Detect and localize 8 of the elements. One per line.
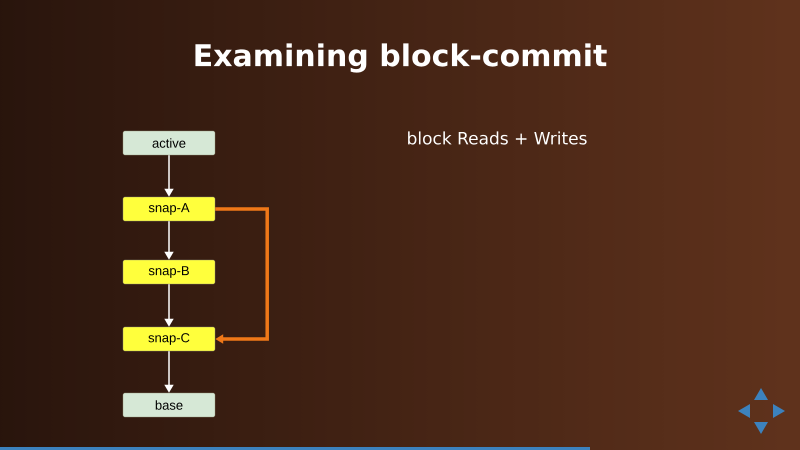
subtitle: block Reads + Writes — [408, 131, 587, 145]
slide-title: Examining block-commit — [195, 43, 607, 73]
process-box: snap-B — [122, 260, 216, 284]
loop-arrow — [215, 207, 269, 344]
process-box: base — [122, 392, 216, 418]
process-box: active — [122, 130, 216, 156]
process-box: snap-C — [122, 326, 216, 352]
process-box: snap-A — [122, 196, 216, 222]
